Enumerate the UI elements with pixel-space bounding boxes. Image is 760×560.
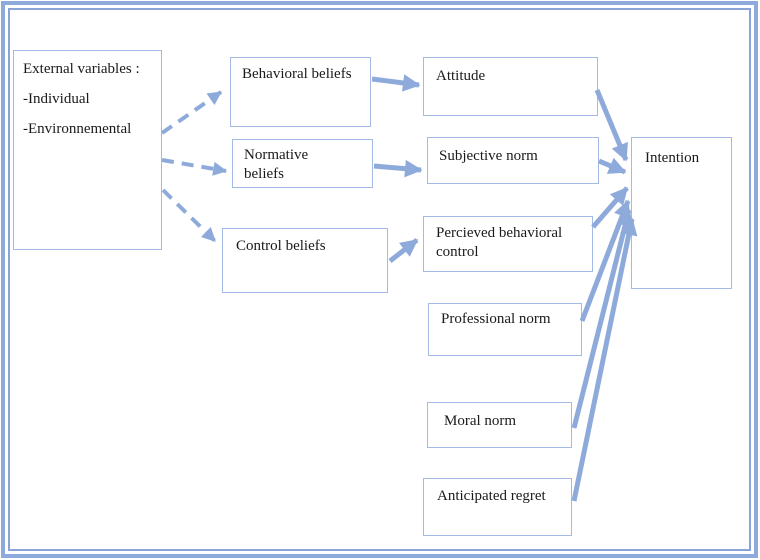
- edge-subjective-norm-to-intention: [598, 157, 627, 175]
- edge-behavioral-beliefs-to-attitude: [371, 74, 421, 92]
- node-label: Normative beliefs: [244, 147, 309, 182]
- node-control-beliefs: Control beliefs: [222, 228, 388, 293]
- node-label: Subjective norm: [439, 148, 538, 164]
- external-variables-title: External variables :: [23, 61, 140, 77]
- node-label: Attitude: [436, 68, 486, 84]
- node-label: Moral norm: [444, 413, 517, 429]
- node-behavioral-beliefs: Behavioral beliefs: [230, 57, 371, 127]
- node-label: Control beliefs: [236, 238, 326, 254]
- edge-pbc-to-intention: [591, 186, 629, 229]
- node-label: Professional norm: [441, 311, 551, 327]
- node-label: Percieved behavioral control: [436, 225, 563, 260]
- edge-external-to-behavioral-beliefs: [160, 90, 223, 135]
- edge-external-to-control-beliefs: [161, 188, 217, 243]
- edge-attitude-to-intention: [594, 89, 629, 162]
- node-moral-norm: Moral norm: [427, 402, 572, 448]
- edge-normative-beliefs-to-subjective-norm: [373, 159, 423, 178]
- edge-control-beliefs-to-pbc: [388, 238, 419, 263]
- edge-external-to-normative-beliefs: [161, 158, 228, 176]
- node-subjective-norm: Subjective norm: [427, 137, 599, 184]
- node-label: Behavioral beliefs: [242, 66, 352, 82]
- external-variables-item-environmental: -Environnemental: [23, 121, 132, 137]
- node-label: Intention: [645, 150, 700, 166]
- node-attitude: Attitude: [423, 57, 598, 116]
- node-external-variables: External variables : -Individual -Enviro…: [13, 50, 162, 250]
- node-anticipated-regret: Anticipated regret: [423, 478, 572, 536]
- node-professional-norm: Professional norm: [428, 303, 582, 356]
- node-label: Anticipated regret: [437, 488, 546, 504]
- node-perceived-behavioral-control: Percieved behavioral control: [423, 216, 593, 272]
- node-intention: Intention: [631, 137, 732, 289]
- node-normative-beliefs: Normative beliefs: [232, 139, 373, 188]
- external-variables-item-individual: -Individual: [23, 91, 90, 107]
